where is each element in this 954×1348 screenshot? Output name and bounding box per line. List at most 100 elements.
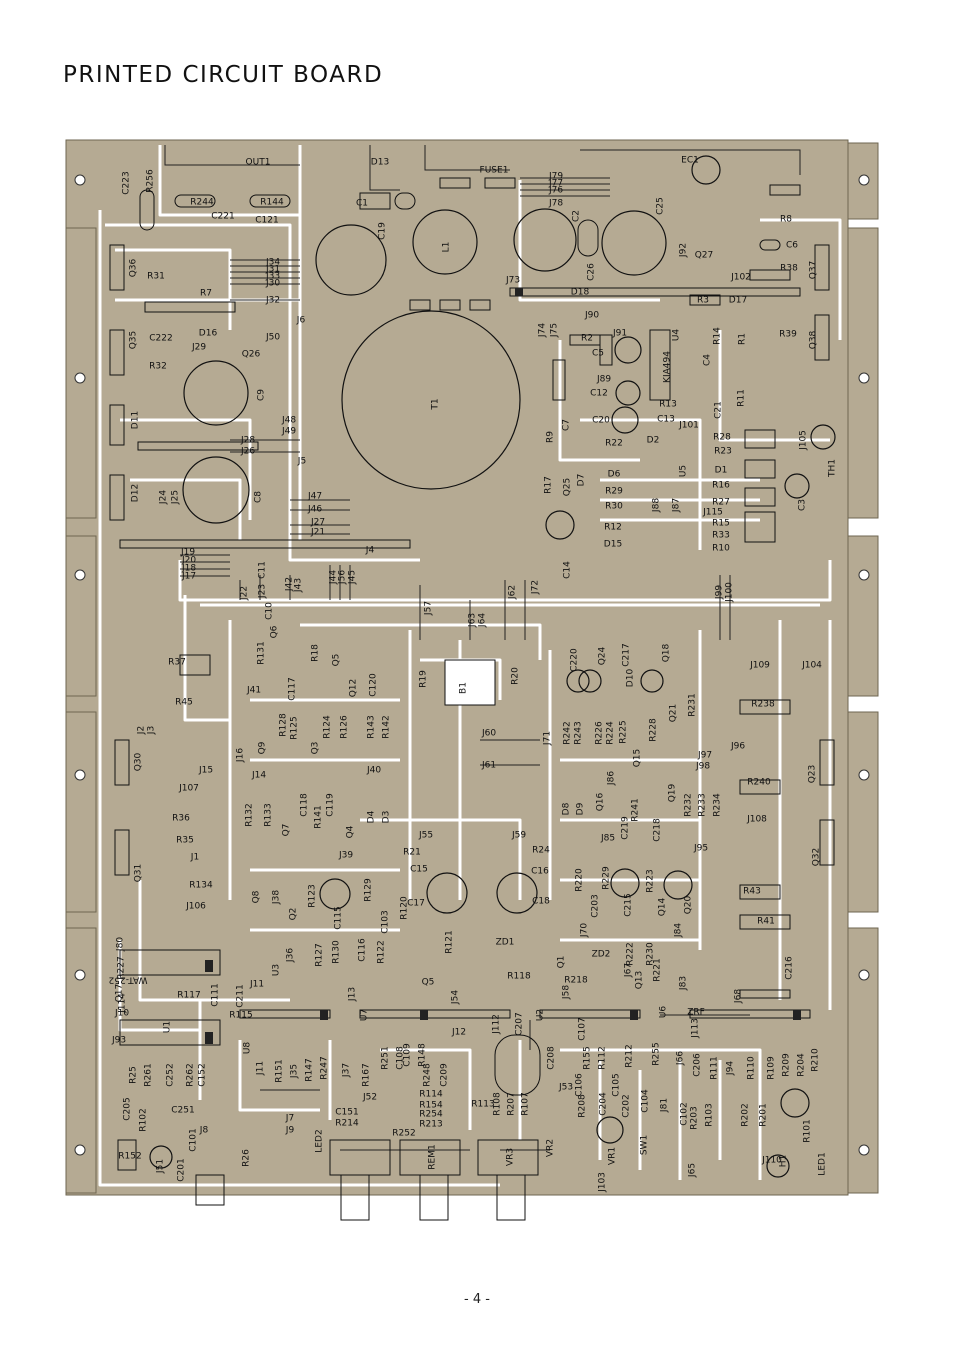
silkscreen-lines	[164, 145, 801, 1151]
component-label: T1	[431, 398, 441, 410]
component-label: U3	[272, 964, 282, 976]
component-label: R19	[419, 670, 429, 688]
component-label: C13	[657, 415, 675, 425]
component-label: R210	[811, 1048, 821, 1072]
component-label: C12	[590, 389, 608, 399]
component-label: R37	[168, 658, 186, 668]
component-label: C220	[570, 648, 580, 672]
component-label: R151	[275, 1059, 285, 1082]
component-label: Q3	[311, 742, 321, 755]
component-label: J91	[612, 329, 627, 339]
component-label: Q7	[282, 824, 292, 837]
component-label: R108	[493, 1092, 503, 1116]
component-label: J14	[251, 771, 266, 781]
component-label: R133	[264, 803, 274, 826]
component-label: R32	[149, 362, 167, 372]
component-label: R24	[532, 846, 550, 856]
component-label: J40	[366, 766, 381, 776]
component-label: J113	[691, 1018, 701, 1039]
inductor-l1	[412, 209, 478, 275]
mounting-holes	[74, 174, 870, 1156]
component-label: C118	[300, 793, 310, 817]
component-label: R256	[146, 169, 156, 193]
component-label: J76	[548, 186, 563, 196]
component-label: C205	[123, 1097, 133, 1120]
component-label: R17	[544, 476, 554, 494]
component-label: C202	[622, 1094, 632, 1117]
component-label: Q27	[695, 251, 714, 261]
component-label: J52	[362, 1093, 377, 1103]
component-label: R233	[698, 793, 708, 816]
component-label: C120	[369, 673, 379, 697]
component-label: C152	[198, 1063, 208, 1086]
component-label: Q24	[598, 646, 608, 665]
component-label: R213	[419, 1120, 442, 1130]
component-label: C103	[381, 910, 391, 933]
component-label: R103	[705, 1103, 715, 1126]
component-label: R154	[419, 1101, 443, 1111]
component-label: R33	[712, 531, 730, 541]
component-label: C221	[211, 212, 234, 222]
component-label: Q2	[289, 908, 299, 921]
component-label: R107	[521, 1092, 531, 1115]
component-label: R101	[803, 1119, 813, 1142]
component-label: J57	[424, 601, 434, 616]
component-label: R238	[751, 700, 775, 710]
component-label: C108	[396, 1046, 406, 1070]
component-label: J36	[286, 948, 296, 963]
component-label: R220	[575, 868, 585, 892]
component-label: C20	[592, 416, 610, 426]
component-label: C6	[786, 241, 798, 251]
component-label: D7	[577, 474, 587, 487]
component-label: C252	[166, 1063, 176, 1086]
component-label: R8	[780, 215, 792, 225]
component-label: R127	[315, 943, 325, 966]
page-number: - 4 -	[464, 1292, 490, 1307]
component-label: D9	[576, 802, 586, 815]
component-label: J44	[329, 570, 339, 585]
component-label: C222	[149, 334, 172, 344]
component-label: C10	[265, 602, 275, 620]
component-label: R125	[290, 716, 300, 739]
component-label: R43	[743, 887, 761, 897]
component-label: R122	[377, 940, 387, 963]
component-label: R118	[507, 972, 531, 982]
component-label: C15	[410, 865, 428, 875]
component-label: D17	[729, 296, 747, 306]
component-label: R214	[335, 1119, 359, 1129]
component-label: Q1	[557, 956, 567, 969]
component-label: R39	[779, 330, 797, 340]
component-label: J49	[281, 427, 296, 437]
component-label: R144	[260, 198, 284, 208]
component-label: C109	[403, 1043, 413, 1067]
component-label: R28	[713, 433, 731, 443]
component-label: R20	[511, 667, 521, 685]
component-label: J80	[116, 937, 126, 952]
component-label: Q5	[332, 654, 342, 667]
component-label: J83	[679, 976, 689, 991]
component-label: C206	[693, 1053, 703, 1077]
component-label: R23	[714, 447, 732, 457]
component-label: J26	[240, 447, 255, 457]
component-label: EC1	[681, 156, 699, 166]
component-label: J32	[265, 296, 280, 306]
component-label: C14	[563, 561, 573, 579]
component-label: J112	[492, 1014, 502, 1035]
component-label: C204	[599, 1092, 609, 1116]
component-label: R126	[340, 715, 350, 739]
component-label: Q26	[242, 350, 261, 360]
component-label: U8	[243, 1042, 253, 1055]
component-label: VR3	[506, 1148, 516, 1166]
component-label: R113	[471, 1100, 494, 1110]
component-label: J29	[191, 343, 206, 353]
component-label: J97	[697, 751, 712, 761]
component-label: J101	[678, 421, 699, 431]
component-label: R218	[564, 976, 588, 986]
capacitor-c25	[601, 210, 667, 276]
component-label: C104	[641, 1089, 651, 1113]
component-label: J68	[734, 989, 744, 1004]
component-label: C217	[622, 643, 632, 666]
component-label: C216	[785, 956, 795, 980]
component-label: D6	[608, 470, 621, 480]
component-label: J78	[548, 199, 563, 209]
